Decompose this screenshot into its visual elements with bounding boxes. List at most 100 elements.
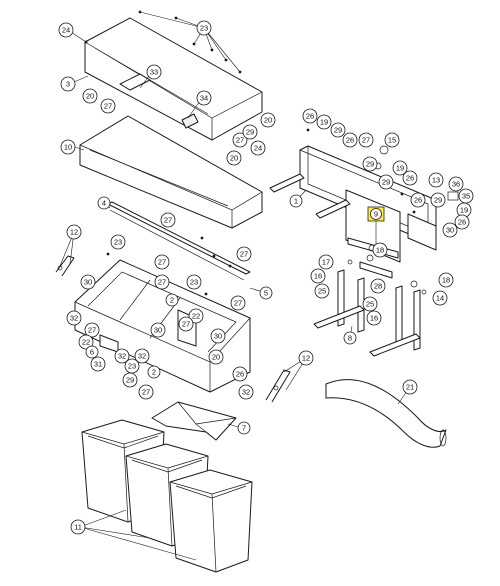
svg-text:32: 32 <box>70 314 78 323</box>
svg-text:14: 14 <box>436 294 444 303</box>
callout-26: 26 <box>402 170 418 186</box>
callout-27: 27 <box>236 246 252 262</box>
svg-text:34: 34 <box>200 94 208 103</box>
svg-text:11: 11 <box>74 523 82 532</box>
svg-text:26: 26 <box>306 112 314 121</box>
svg-text:27: 27 <box>164 216 172 225</box>
svg-text:32: 32 <box>138 352 146 361</box>
leg-right <box>369 285 421 357</box>
svg-text:13: 13 <box>432 176 440 185</box>
svg-text:12: 12 <box>70 228 78 237</box>
callout-20: 20 <box>208 349 224 365</box>
svg-text:27: 27 <box>104 102 112 111</box>
callout-18: 18 <box>372 242 388 258</box>
svg-text:22: 22 <box>82 338 90 347</box>
callout-26: 26 <box>342 132 358 148</box>
callout-25: 25 <box>314 283 330 299</box>
callout-6: 6 <box>85 345 99 359</box>
callout-20: 20 <box>82 88 98 104</box>
callout-27: 27 <box>154 254 170 270</box>
callout-17: 17 <box>318 254 334 270</box>
callout-19: 19 <box>392 160 408 176</box>
callout-30: 30 <box>210 328 226 344</box>
svg-text:29: 29 <box>366 160 374 169</box>
svg-text:30: 30 <box>84 278 92 287</box>
svg-text:29: 29 <box>126 376 134 385</box>
callout-27: 27 <box>232 132 248 148</box>
svg-text:29: 29 <box>434 196 442 205</box>
callout-30: 30 <box>150 322 166 338</box>
callout-27: 27 <box>358 132 374 148</box>
svg-text:27: 27 <box>158 278 166 287</box>
callout-24: 24 <box>58 22 74 38</box>
callout-5: 5 <box>259 286 273 300</box>
callout-23: 23 <box>186 274 202 290</box>
callout-1: 1 <box>289 194 303 208</box>
chute <box>151 401 237 441</box>
callout-20: 20 <box>260 112 276 128</box>
svg-text:12: 12 <box>302 354 310 363</box>
callout-21: 21 <box>402 379 418 395</box>
callout-16: 16 <box>310 268 326 284</box>
svg-text:33: 33 <box>150 68 158 77</box>
svg-text:17: 17 <box>322 258 330 267</box>
callout-32: 32 <box>134 348 150 364</box>
svg-text:27: 27 <box>236 136 244 145</box>
svg-text:29: 29 <box>334 126 342 135</box>
fastener-dots <box>84 10 416 296</box>
callout-4: 4 <box>97 196 111 210</box>
bin-3 <box>169 469 253 573</box>
callout-14: 14 <box>432 290 448 306</box>
callout-15: 15 <box>384 132 400 148</box>
callout-16: 16 <box>366 310 382 326</box>
callout-26: 26 <box>410 192 426 208</box>
svg-text:4: 4 <box>102 199 106 208</box>
svg-text:6: 6 <box>90 348 94 357</box>
callout-27: 27 <box>138 384 154 400</box>
callout-22: 22 <box>78 334 94 350</box>
svg-text:28: 28 <box>374 282 382 291</box>
svg-text:19: 19 <box>320 118 328 127</box>
callout-24: 24 <box>250 140 266 156</box>
callout-28: 28 <box>370 278 386 294</box>
svg-text:26: 26 <box>236 370 244 379</box>
svg-text:23: 23 <box>200 24 208 33</box>
leg-left <box>313 269 365 333</box>
svg-text:26: 26 <box>406 174 414 183</box>
svg-text:7: 7 <box>242 424 246 433</box>
svg-text:23: 23 <box>128 362 136 371</box>
svg-text:27: 27 <box>142 388 150 397</box>
svg-text:1: 1 <box>294 197 298 206</box>
callout-34: 34 <box>196 90 212 106</box>
svg-text:27: 27 <box>158 258 166 267</box>
callout-13: 13 <box>428 172 444 188</box>
callouts: 24 23 3 33 20 27 34 10 20 27 24 20 4 27 … <box>58 20 474 535</box>
svg-text:25: 25 <box>318 287 326 296</box>
callout-33: 33 <box>146 64 162 80</box>
svg-text:16: 16 <box>370 314 378 323</box>
callout-18: 18 <box>438 272 454 288</box>
svg-text:26: 26 <box>346 136 354 145</box>
svg-text:25: 25 <box>366 300 374 309</box>
svg-text:27: 27 <box>234 299 242 308</box>
svg-text:19: 19 <box>396 164 404 173</box>
svg-text:20: 20 <box>230 154 238 163</box>
top-cover <box>84 17 263 141</box>
bracket-right <box>265 369 291 403</box>
callout-27: 27 <box>84 322 100 338</box>
callout-12: 12 <box>298 350 314 366</box>
svg-text:27: 27 <box>88 326 96 335</box>
callout-32: 32 <box>238 384 254 400</box>
callout-27: 27 <box>154 274 170 290</box>
callout-32: 32 <box>66 310 82 326</box>
svg-text:30: 30 <box>214 332 222 341</box>
svg-text:29: 29 <box>246 128 254 137</box>
svg-text:26: 26 <box>458 218 466 227</box>
svg-text:32: 32 <box>118 352 126 361</box>
svg-text:22: 22 <box>192 312 200 321</box>
callout-29: 29 <box>362 156 378 172</box>
svg-text:21: 21 <box>406 383 414 392</box>
lower-cover <box>79 115 263 229</box>
svg-text:35: 35 <box>462 192 470 201</box>
